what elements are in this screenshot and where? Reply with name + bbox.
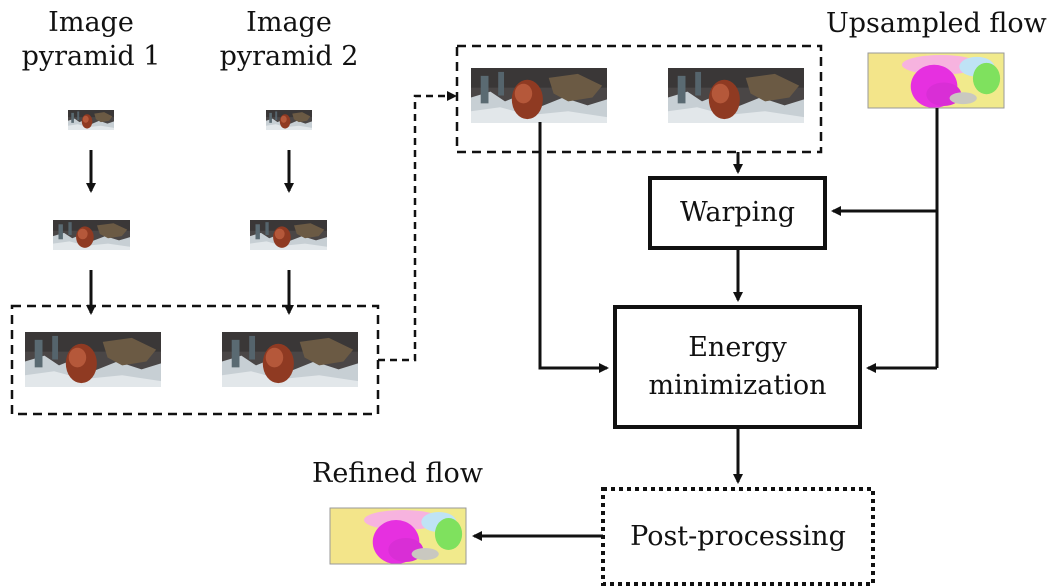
energy-minimization-box <box>613 305 862 429</box>
pyramid1-level1-image <box>25 332 161 387</box>
pyramid1-level2-image <box>53 220 130 250</box>
input-pair-group <box>455 44 823 154</box>
input-image-2 <box>668 68 804 123</box>
pyramid2-title-text: Image pyramid 2 <box>219 7 359 72</box>
pyramid2-level2-image <box>250 220 327 250</box>
post-processing-label: Post-processing <box>630 520 846 552</box>
post-processing-box <box>601 487 875 586</box>
dashed-connector <box>378 94 447 362</box>
upsampled-flow-image <box>868 53 1004 108</box>
pyramid2-level1-image <box>222 332 358 387</box>
pyramid2-title: Image pyramid 2 <box>204 6 374 74</box>
pyramid1-title-text: Image pyramid 1 <box>21 7 161 72</box>
refined-flow-image <box>330 508 466 564</box>
warping-box <box>648 176 827 250</box>
pyramid2-level3-image <box>266 110 312 130</box>
dashed-connector-head <box>447 91 457 101</box>
energy-minimization-label: Energy minimization <box>648 332 827 401</box>
input-image-1 <box>471 68 607 123</box>
arrow-image1-to-energy <box>538 122 609 373</box>
upsampled-flow-label: Upsampled flow <box>826 8 1047 39</box>
pyramid1-level3-image <box>68 110 114 130</box>
pyramid1-title: Image pyramid 1 <box>6 6 176 74</box>
refined-flow-label: Refined flow <box>312 458 483 489</box>
warping-label: Warping <box>679 197 795 228</box>
